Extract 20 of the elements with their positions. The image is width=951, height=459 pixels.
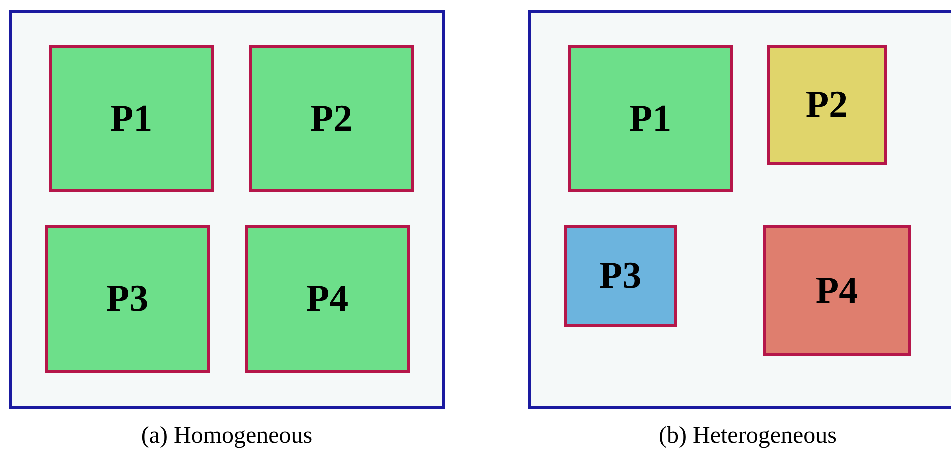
process-box bbox=[49, 45, 214, 192]
process-label: P1 bbox=[629, 96, 672, 140]
panel bbox=[528, 10, 951, 409]
process-label: P3 bbox=[599, 254, 642, 298]
process-label: P4 bbox=[816, 268, 858, 312]
process-box bbox=[249, 45, 414, 192]
panel-caption: (a) Homogeneous bbox=[140, 423, 314, 450]
process-label: P3 bbox=[106, 277, 149, 321]
panel-caption: (b) Heterogeneous bbox=[658, 423, 838, 450]
process-box bbox=[45, 225, 210, 373]
process-label: P4 bbox=[306, 277, 349, 321]
process-label: P2 bbox=[310, 96, 353, 140]
process-box bbox=[763, 225, 911, 356]
process-label: P2 bbox=[806, 83, 848, 127]
panel bbox=[9, 10, 445, 409]
process-box bbox=[245, 225, 410, 373]
process-box bbox=[564, 225, 677, 327]
process-label: P1 bbox=[110, 96, 153, 140]
process-box bbox=[568, 45, 733, 192]
process-box bbox=[767, 45, 887, 165]
